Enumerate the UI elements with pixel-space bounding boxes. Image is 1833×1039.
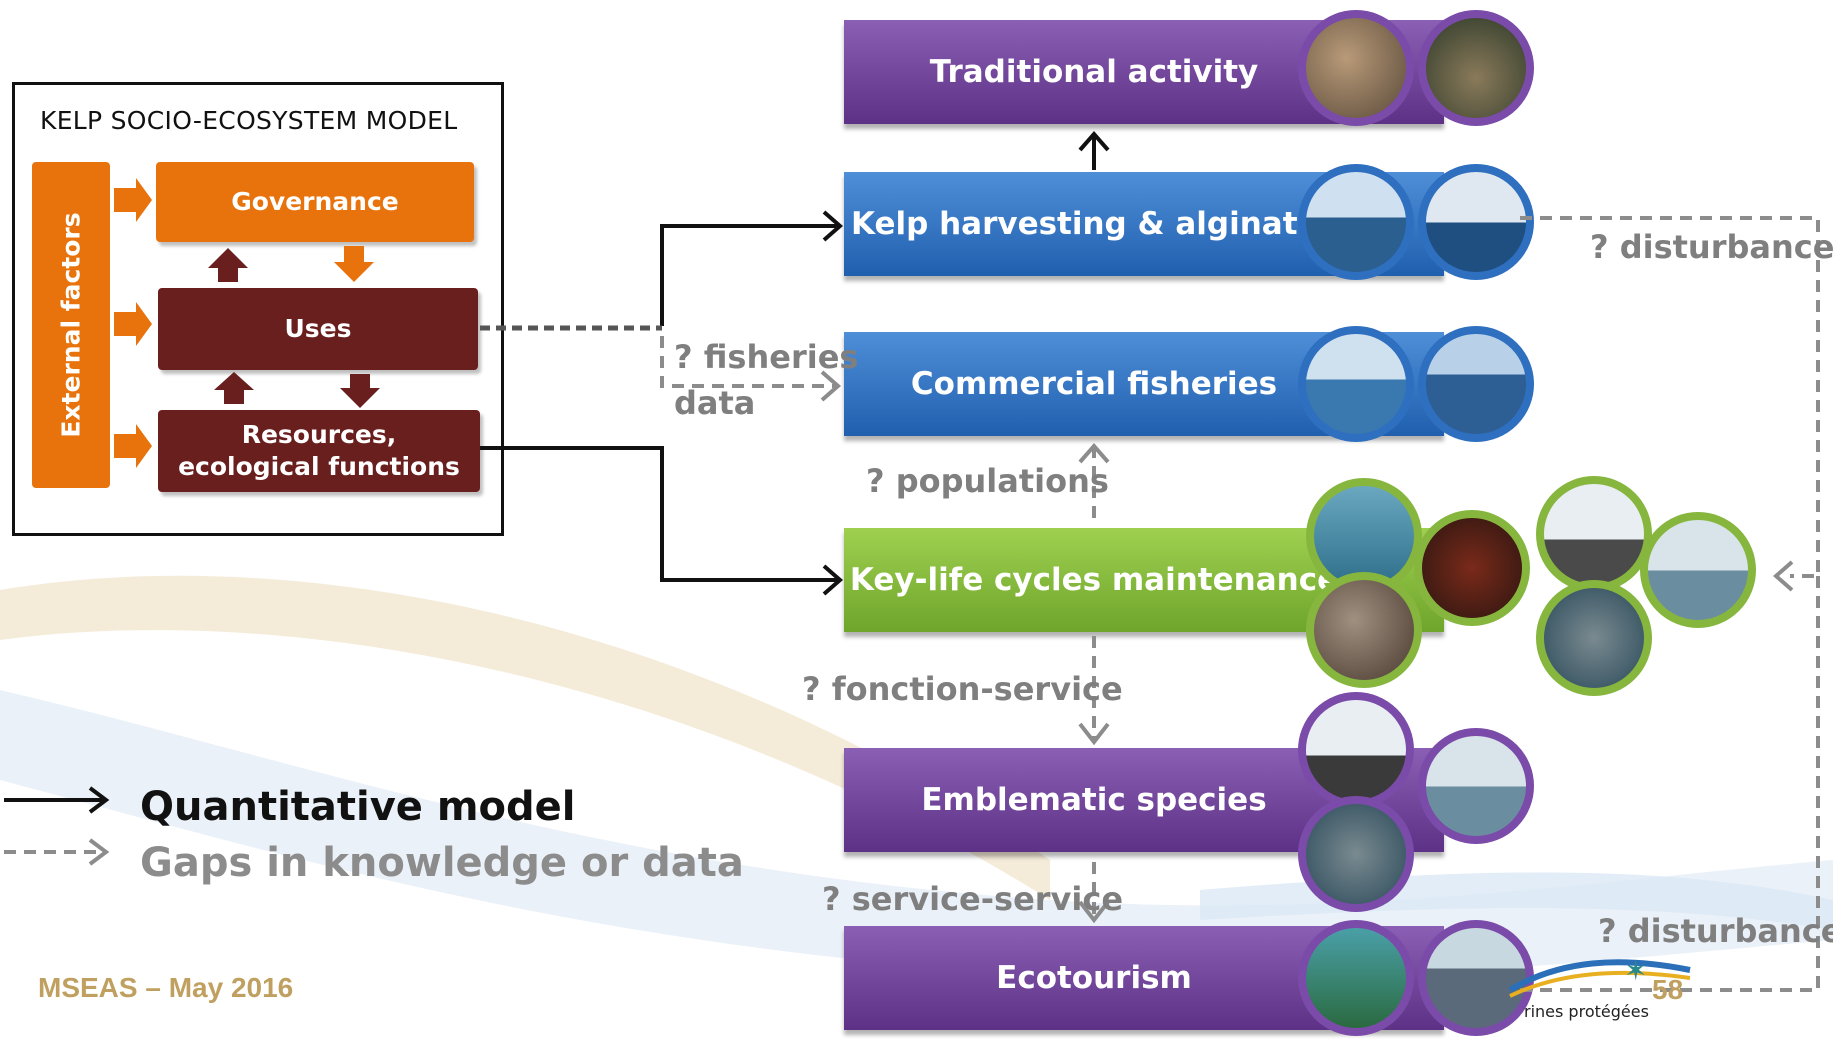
diver-photo: [1298, 920, 1414, 1036]
external-factors-box: External factors: [32, 162, 110, 488]
traditional-harvest-photo: [1298, 10, 1414, 126]
governance-to-uses-arrow: [334, 246, 374, 282]
traditional-activity-label: Traditional activity: [929, 54, 1259, 90]
dolphin-photo: [1640, 512, 1756, 628]
resources-box: Resources, ecological functions: [158, 410, 480, 492]
fonction-service-gap-label: ? fonction-service: [802, 670, 1123, 708]
governance-box: Governance: [156, 162, 474, 242]
fishing-boat-photo: [1298, 326, 1414, 442]
kelp-drying-photo: [1418, 10, 1534, 126]
fisheries-data-arrow: [660, 336, 836, 388]
ecotourism-label: Ecotourism: [996, 960, 1192, 996]
uses-box: Uses: [158, 288, 478, 370]
uses-to-kelp-arrow: [660, 224, 838, 326]
emblematic-species-label: Emblematic species: [921, 782, 1267, 818]
disturbance-bottom-label: ? disturbance: [1598, 912, 1833, 950]
lobster-photo: [1414, 510, 1530, 626]
legend-quantitative: Quantitative model: [140, 784, 576, 830]
fisheries-gap-label-1: ? fisheries: [674, 338, 859, 376]
fisheries-gap-label-2: data: [674, 384, 756, 422]
external-to-resources-arrow: [114, 424, 152, 468]
resources-to-uses-arrow: [214, 372, 254, 404]
kelp-harvesting-label: Kelp harvesting & alginates: [850, 206, 1338, 242]
uses-to-resources-arrow: [340, 374, 380, 408]
resources-label: Resources, ecological functions: [178, 419, 460, 482]
external-to-governance-arrow: [114, 178, 152, 222]
commercial-fisheries-label: Commercial fisheries: [910, 366, 1278, 402]
trawler-photo: [1418, 326, 1534, 442]
svg-text:✶: ✶: [1624, 954, 1647, 987]
uses-to-governance-arrow: [208, 248, 248, 282]
shag-photo: [1536, 476, 1652, 592]
logo-text: rines protégées: [1524, 1002, 1649, 1021]
resources-to-keylife-arrow: [480, 446, 838, 582]
legend-gaps: Gaps in knowledge or data: [140, 840, 744, 886]
emblematic-seal-photo: [1298, 796, 1414, 912]
model-title: KELP SOCIO-ECOSYSTEM MODEL: [40, 106, 458, 135]
harvester-vessel-photo: [1418, 164, 1534, 280]
populations-gap-label: ? populations: [866, 462, 1109, 500]
service-service-gap-label: ? service-service: [822, 880, 1124, 918]
external-to-uses-arrow: [114, 302, 152, 346]
disturbance-top-label: ? disturbance: [1590, 228, 1833, 266]
key-life-cycles-label: Key-life cycles maintenance: [849, 562, 1339, 598]
disturbance-top-arrow: [1520, 216, 1820, 578]
abalone-photo: [1306, 572, 1422, 688]
page-number: 58: [1652, 974, 1684, 1005]
kelp-boat-photo: [1298, 164, 1414, 280]
footer-text: MSEAS – May 2016: [38, 972, 294, 1003]
seal-photo: [1536, 580, 1652, 696]
emblematic-dolphin-photo: [1418, 728, 1534, 844]
